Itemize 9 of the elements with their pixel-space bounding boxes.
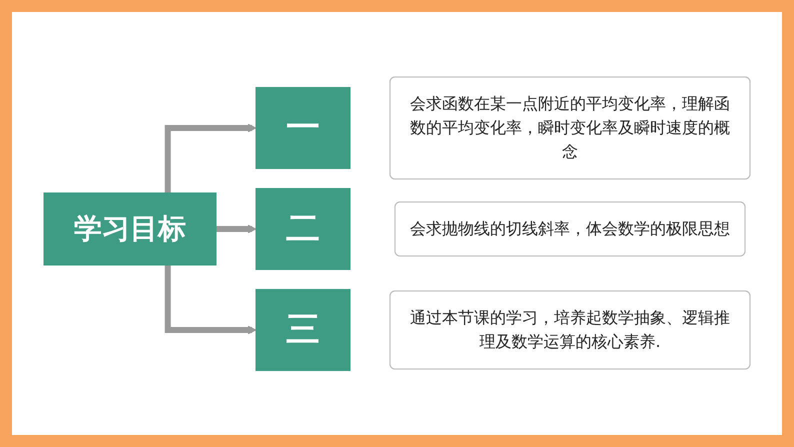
node-box: 一: [256, 86, 350, 169]
node-box: 三: [256, 288, 350, 371]
arrow: [164, 123, 256, 193]
node-box: 二: [256, 188, 350, 270]
node-text: 通过本节课的学习，培养起数学抽象、逻辑推理及数学运算的核心素养.: [410, 308, 730, 351]
node-text: 会求抛物线的切线斜率，体会数学的极限思想: [410, 218, 730, 238]
arrow: [164, 264, 256, 334]
node-box: 学习目标: [44, 192, 216, 266]
node-text: 会求函数在某一点附近的平均变化率，理解函数的平均变化率，瞬时变化率及瞬时速度的概念: [410, 94, 730, 161]
